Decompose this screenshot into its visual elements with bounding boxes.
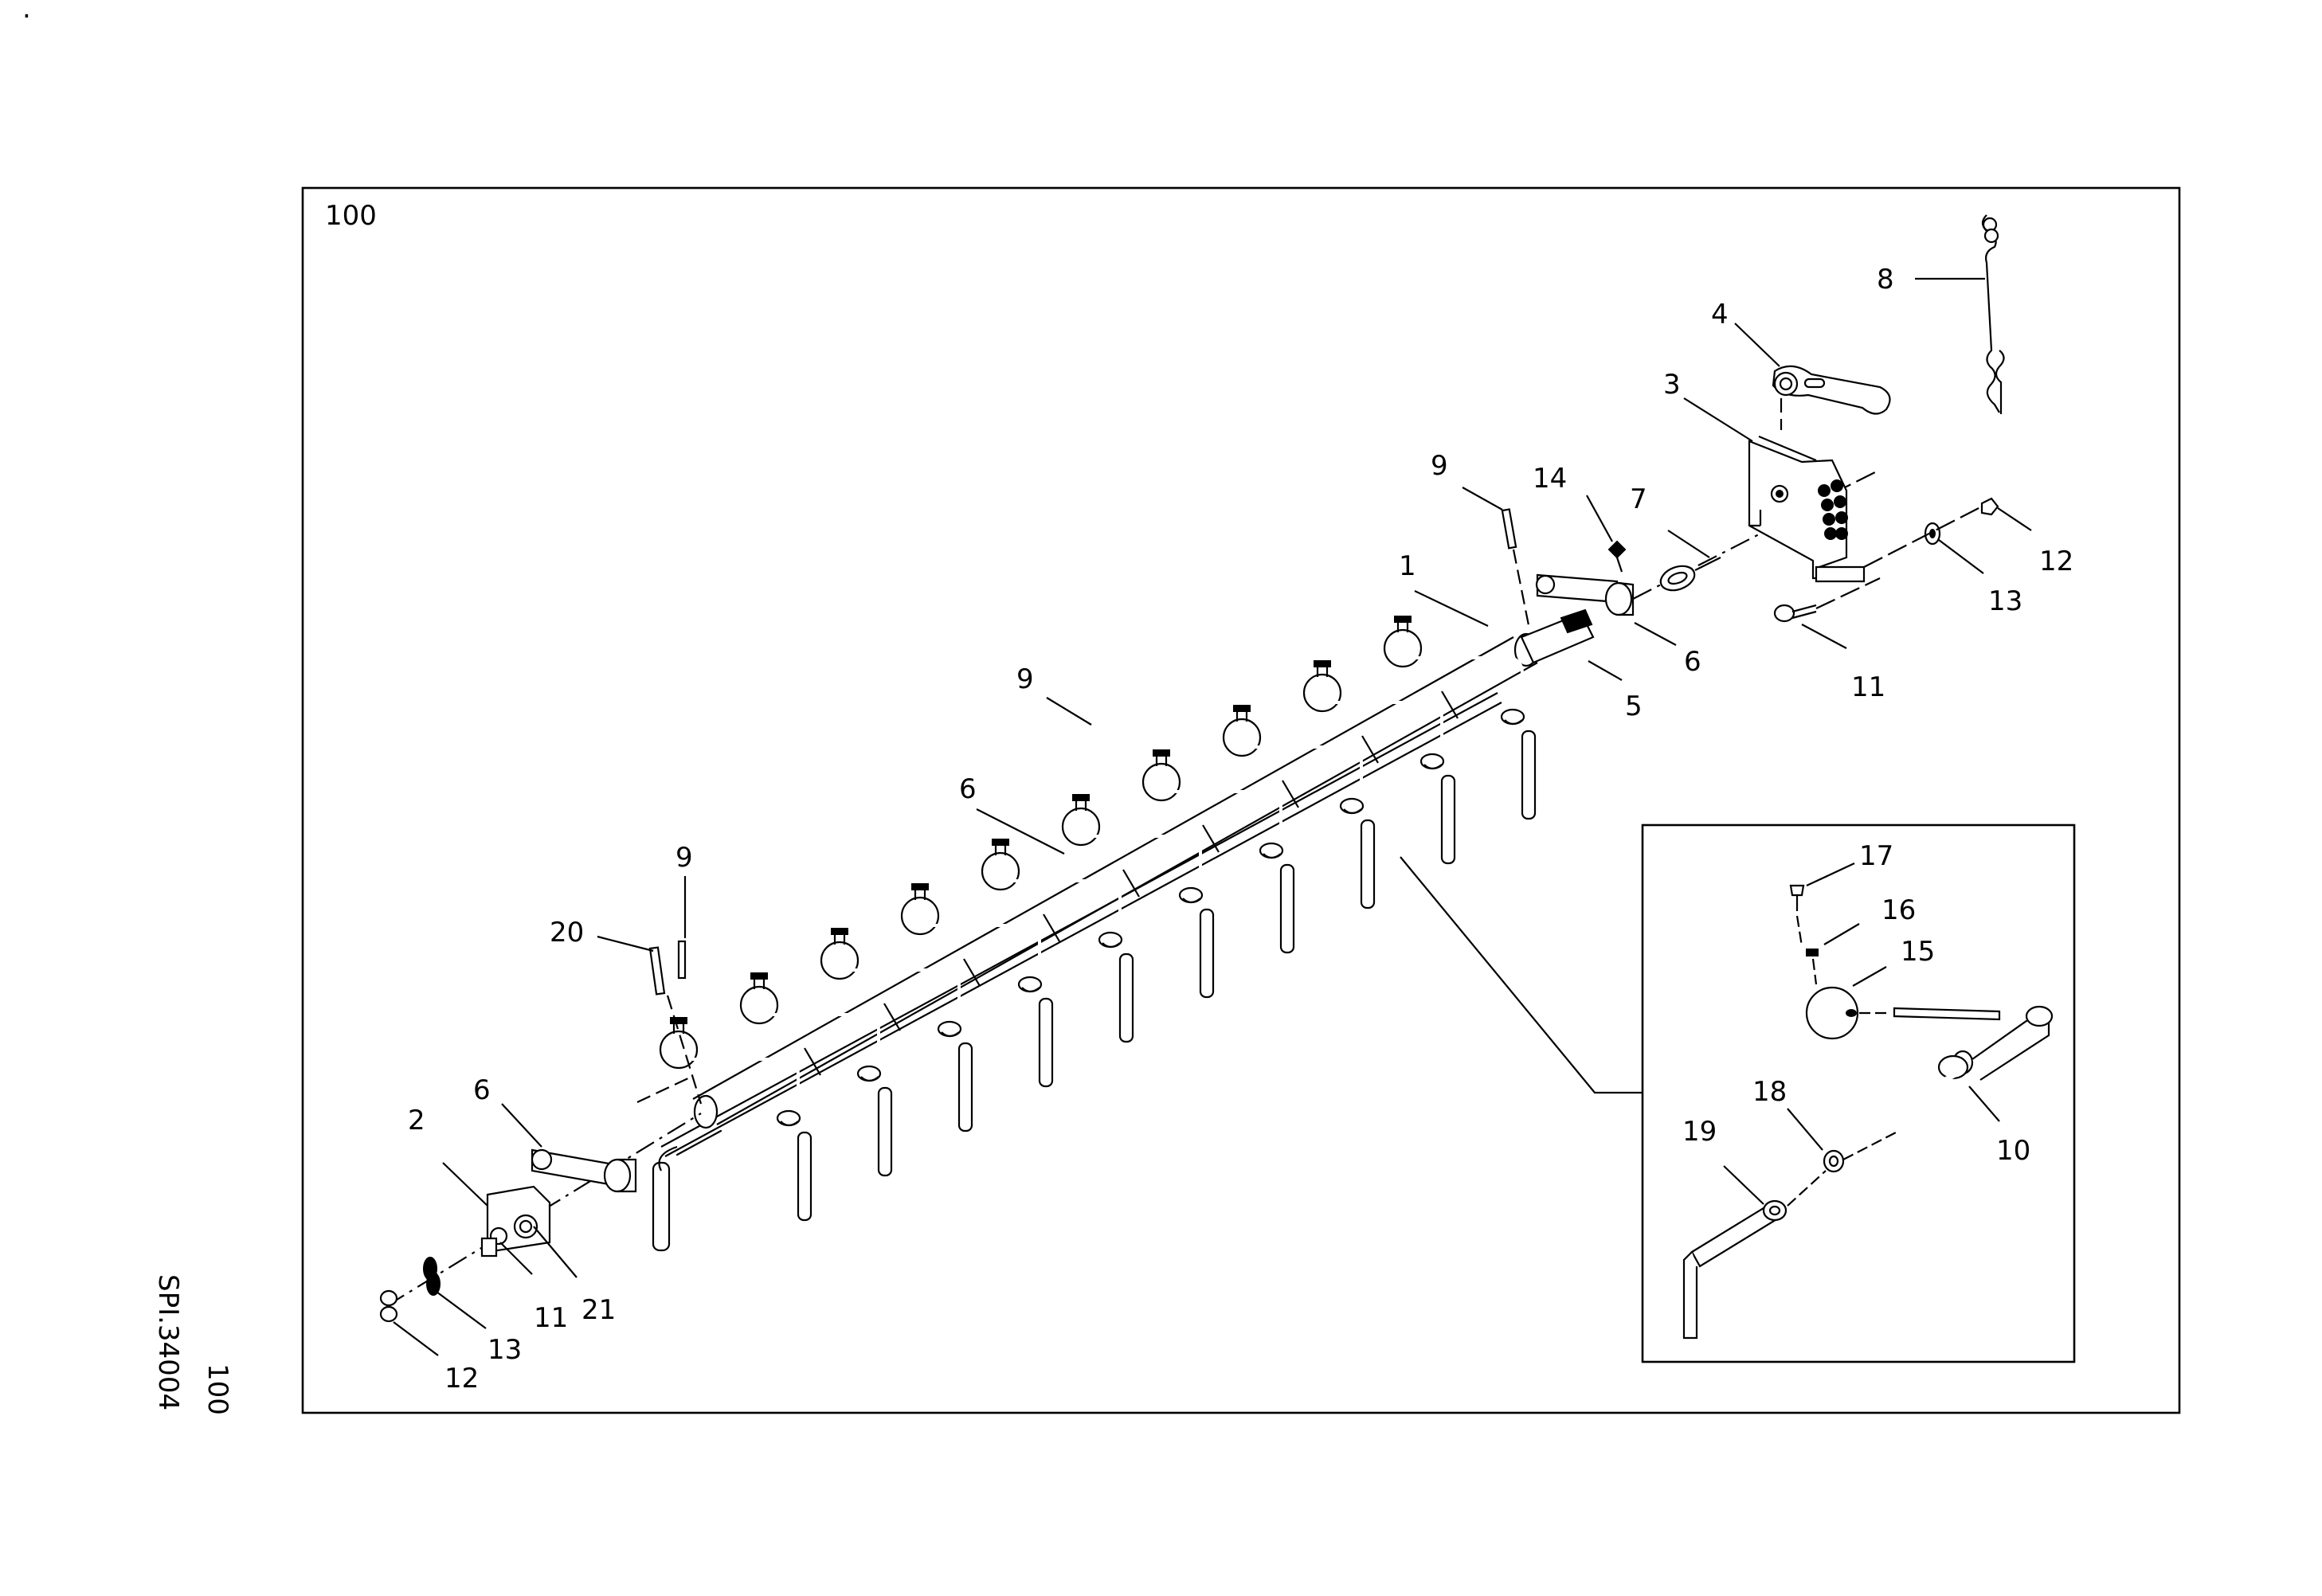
callout-11-right: 11 [1851, 671, 1885, 703]
side-figure-number: 100 [202, 1363, 233, 1415]
callout-1: 1 [1399, 550, 1416, 582]
callout-6-middle: 6 [959, 773, 977, 805]
left-end-group [379, 940, 703, 1323]
callout-19: 19 [1682, 1116, 1717, 1148]
inset-pointer-line [1400, 856, 1643, 1094]
callout-15: 15 [1901, 936, 1935, 968]
drawing-code: SPI.34004 [152, 1274, 184, 1410]
callout-9-left: 9 [675, 842, 693, 874]
rotor-assembly [652, 615, 1539, 1252]
callout-6-right: 6 [1684, 646, 1701, 678]
callout-6-left: 6 [473, 1074, 491, 1106]
callout-3: 3 [1663, 369, 1681, 401]
callout-11-left: 11 [534, 1302, 568, 1334]
callout-5: 5 [1625, 690, 1643, 722]
tine-unit [1383, 615, 1537, 820]
callout-14: 14 [1533, 463, 1567, 495]
callout-8: 8 [1877, 264, 1894, 295]
side-labels: SPI.34004 100 [152, 1274, 233, 1415]
callout-12-left: 12 [444, 1363, 479, 1395]
callout-16: 16 [1881, 894, 1916, 926]
detail-inset [1682, 884, 2054, 1340]
detail-inset-frame [1641, 823, 2076, 1363]
callout-20: 20 [550, 917, 584, 949]
tine-unit [900, 882, 1054, 1088]
callout-9-right: 9 [1431, 450, 1448, 482]
tine-unit [981, 838, 1134, 1043]
right-end-group [1501, 214, 2005, 664]
callout-2: 2 [408, 1105, 425, 1136]
callout-12-right: 12 [2039, 546, 2073, 577]
figure-number: 100 [325, 200, 377, 232]
callout-13-right: 13 [1988, 585, 2022, 617]
callout-4: 4 [1711, 299, 1729, 331]
callout-13-left: 13 [488, 1334, 522, 1366]
callout-18: 18 [1752, 1076, 1787, 1108]
callout-21: 21 [581, 1294, 616, 1326]
corner-mark: . [22, 0, 31, 25]
callout-17: 17 [1859, 840, 1893, 872]
tine-unit [1302, 659, 1456, 865]
callout-7: 7 [1630, 483, 1647, 515]
tine-unit [820, 927, 973, 1132]
callout-9-middle: 9 [1016, 663, 1034, 695]
callout-10: 10 [1996, 1135, 2030, 1167]
figure-frame [301, 186, 2181, 1414]
callouts: 1 2 3 4 5 6 6 6 7 8 9 9 9 10 11 11 12 [393, 264, 2073, 1395]
